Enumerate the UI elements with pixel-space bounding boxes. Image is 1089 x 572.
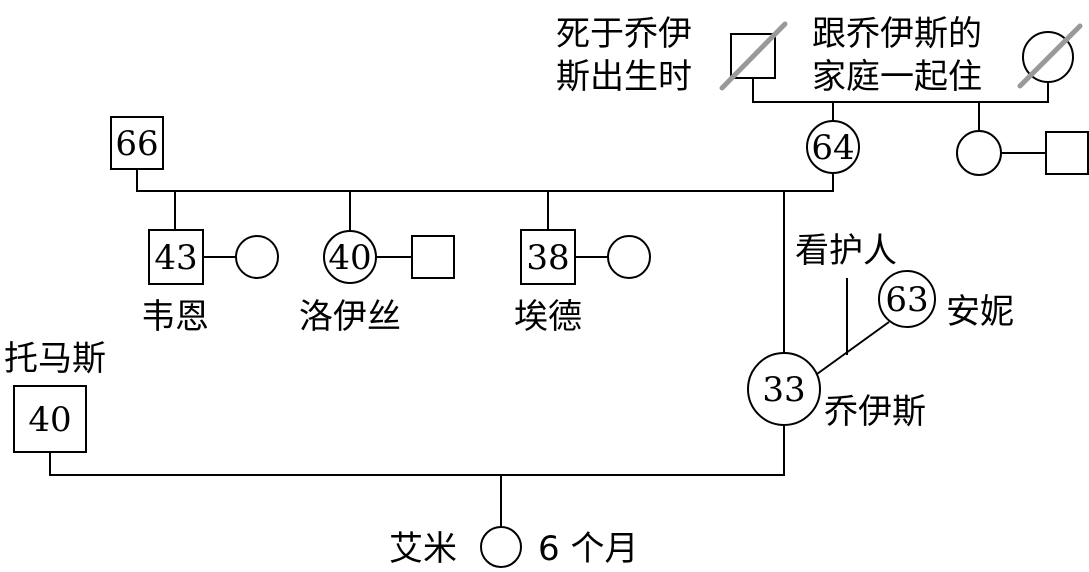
- grandparents-marriage-line: [136, 169, 834, 192]
- caregiver-label: 看护人: [795, 231, 897, 271]
- lois: 40: [323, 230, 377, 284]
- annie-name: 安妮: [946, 292, 1014, 332]
- wayne-name: 韦恩: [141, 297, 209, 337]
- amy: [480, 526, 522, 568]
- lives-annotation-line2: 家庭一起住: [812, 57, 982, 97]
- lois-spouse: [411, 235, 455, 279]
- lois-name: 洛伊丝: [299, 297, 401, 337]
- annie: 63: [878, 270, 936, 328]
- grandfather-age: 66: [115, 124, 158, 164]
- died-annotation-line1: 死于乔伊: [556, 14, 692, 54]
- thomas-age: 40: [28, 400, 71, 440]
- died-annotation-line2: 斯出生时: [556, 57, 692, 97]
- annie-age: 63: [885, 280, 928, 320]
- wayne-spouse: [235, 235, 279, 279]
- joyce: 33: [747, 352, 821, 426]
- amy-name: 艾米: [389, 529, 457, 569]
- annie-connection-line: [816, 321, 890, 375]
- ed: 38: [520, 229, 576, 285]
- joyce-age: 33: [762, 370, 805, 410]
- ed-name: 埃德: [514, 297, 582, 337]
- amy-age: 6 个月: [538, 529, 638, 569]
- grandmother-age: 64: [811, 128, 854, 168]
- wayne: 43: [148, 229, 204, 285]
- great-aunt: [956, 130, 1002, 176]
- great-aunt-husband: [1045, 131, 1089, 175]
- great-grandmother: [1017, 23, 1083, 89]
- ed-spouse: [607, 235, 651, 279]
- great-grandparents-marriage-line: [752, 78, 1049, 103]
- wayne-age: 43: [154, 238, 197, 278]
- thomas-joyce-union-line: [49, 425, 785, 476]
- great-grandfather: [719, 21, 788, 91]
- joyce-name: 乔伊斯: [824, 392, 926, 432]
- thomas-name: 托马斯: [4, 339, 106, 379]
- ed-age: 38: [526, 238, 569, 278]
- grandfather: 66: [110, 116, 164, 170]
- lives-annotation-line1: 跟乔伊斯的: [812, 14, 982, 54]
- grandmother: 64: [806, 120, 860, 174]
- thomas: 40: [13, 385, 87, 453]
- lois-age: 40: [328, 238, 371, 278]
